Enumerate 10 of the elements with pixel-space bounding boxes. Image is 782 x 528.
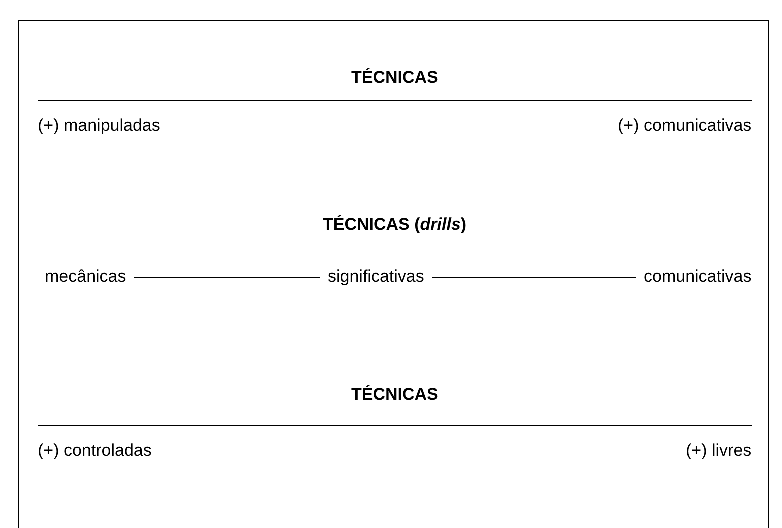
scale-end-label: (+) controladas — [38, 441, 152, 461]
scale-end-label: (+) manipuladas — [38, 116, 160, 136]
heading: TÉCNICAS (drills) — [323, 215, 467, 235]
term-label: significativas — [328, 267, 424, 287]
heading: TÉCNICAS — [352, 68, 438, 88]
term-label: mecânicas — [45, 267, 126, 287]
term-label: comunicativas — [644, 267, 752, 287]
heading: TÉCNICAS — [352, 385, 438, 405]
scale-end-label: (+) comunicativas — [618, 116, 752, 136]
scale-end-label: (+) livres — [686, 441, 752, 461]
